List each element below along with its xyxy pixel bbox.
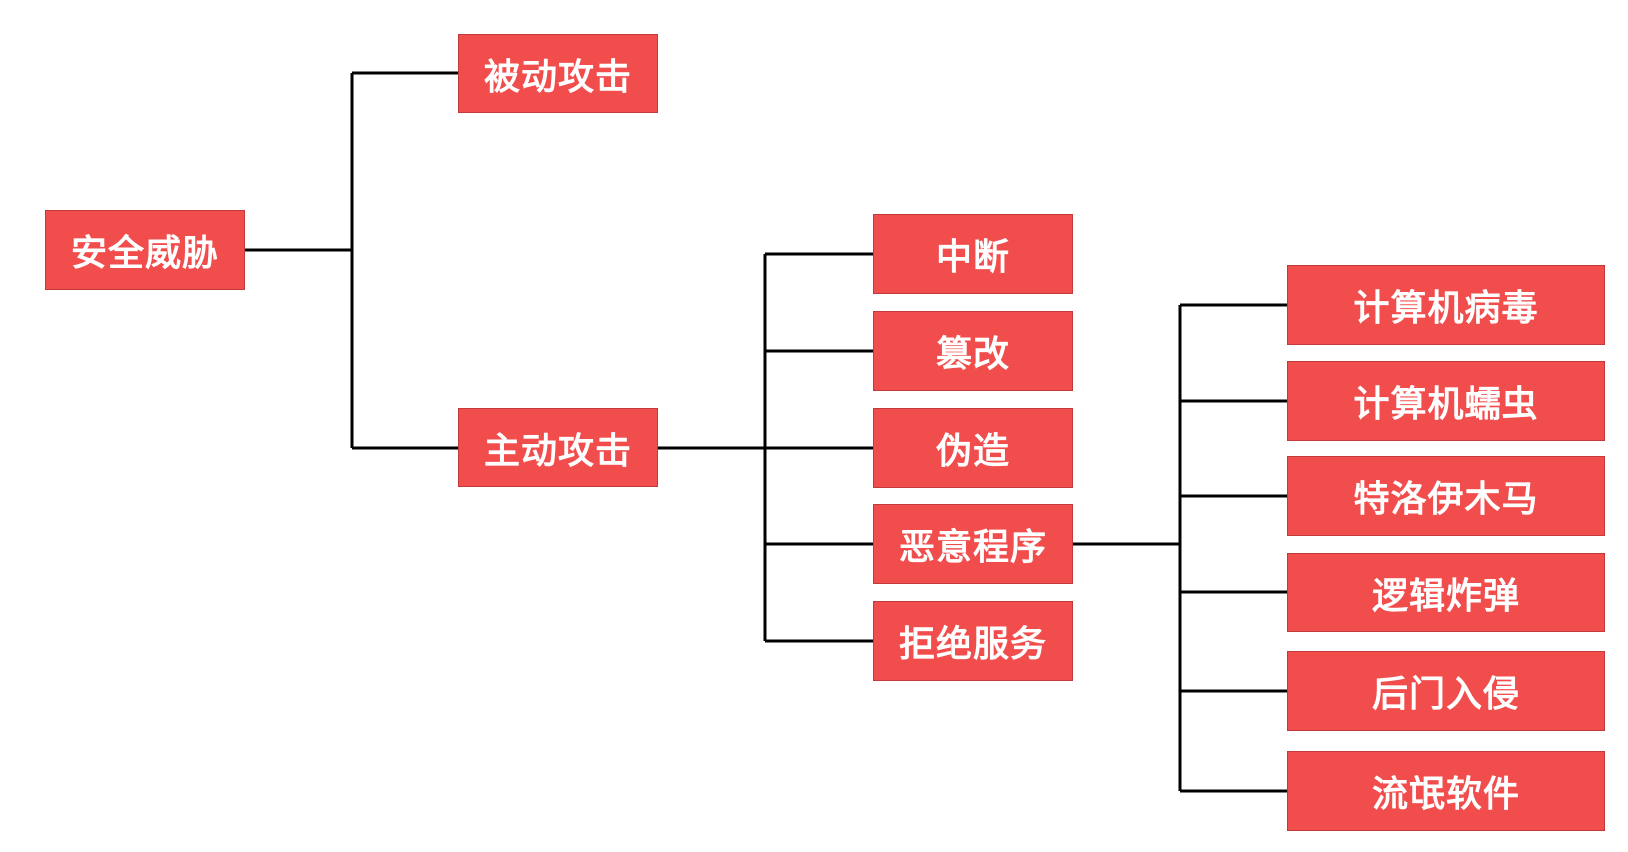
node-logic-bomb: 逻辑炸弹 — [1287, 553, 1605, 632]
node-label: 篡改 — [935, 334, 1010, 375]
node-label: 特洛伊木马 — [1353, 479, 1539, 520]
node-forgery: 伪造 — [873, 408, 1073, 488]
node-label: 伪造 — [935, 431, 1010, 472]
node-computer-worm: 计算机蠕虫 — [1287, 361, 1605, 441]
node-label: 拒绝服务 — [898, 624, 1047, 665]
node-passive-attack: 被动攻击 — [458, 34, 658, 113]
node-label: 被动攻击 — [483, 56, 632, 98]
node-security-threat: 安全威胁 — [45, 210, 245, 290]
node-denial-of-service: 拒绝服务 — [873, 601, 1073, 681]
node-label: 后门入侵 — [1371, 674, 1520, 715]
node-label: 逻辑炸弹 — [1371, 575, 1520, 617]
node-label: 计算机病毒 — [1353, 288, 1539, 329]
node-trojan-horse: 特洛伊木马 — [1287, 456, 1605, 536]
node-rogue-software: 流氓软件 — [1287, 751, 1605, 831]
node-active-attack: 主动攻击 — [458, 408, 658, 487]
node-interruption: 中断 — [873, 214, 1073, 294]
node-computer-virus: 计算机病毒 — [1287, 265, 1605, 345]
node-backdoor: 后门入侵 — [1287, 651, 1605, 731]
node-label: 计算机蠕虫 — [1353, 384, 1539, 425]
node-label: 流氓软件 — [1371, 774, 1520, 815]
node-tampering: 篡改 — [873, 311, 1073, 391]
node-label: 中断 — [935, 237, 1010, 278]
node-label: 安全威胁 — [70, 233, 219, 274]
node-label: 恶意程序 — [898, 527, 1047, 568]
node-malware: 恶意程序 — [873, 504, 1073, 584]
node-label: 主动攻击 — [483, 430, 632, 472]
